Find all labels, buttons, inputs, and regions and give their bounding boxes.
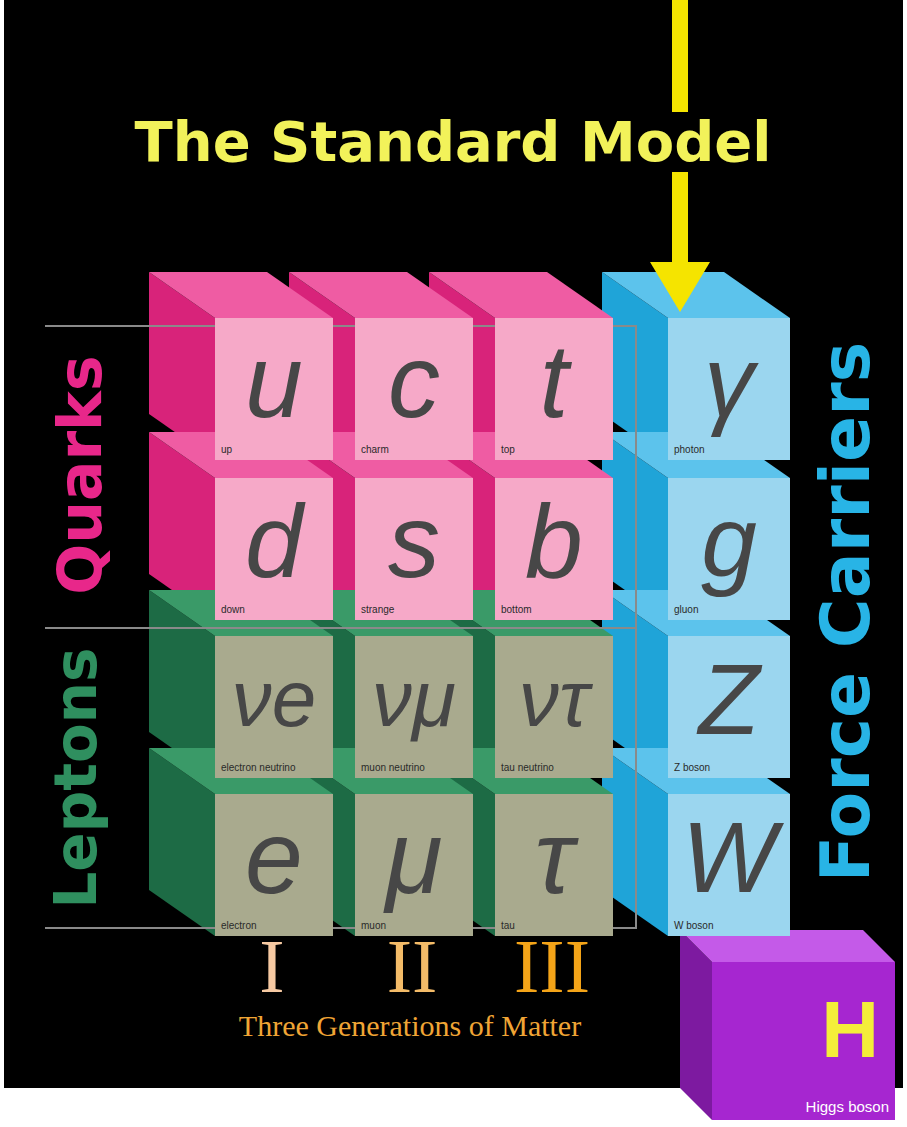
- particle-name: photon: [668, 444, 790, 460]
- particle-name: tau neutrino: [495, 762, 613, 778]
- group-label: Leptons: [47, 647, 105, 908]
- particle-name: Higgs boson: [712, 1099, 895, 1121]
- group-outline: [45, 326, 636, 928]
- lepton-cube: τ tau: [495, 794, 613, 936]
- quark-cube: d down: [215, 478, 333, 620]
- cube-side-face: [680, 930, 712, 1120]
- symbol-holder: H: [712, 962, 895, 1099]
- symbol-holder: c: [355, 318, 473, 444]
- particle-symbol: ντ: [519, 659, 589, 739]
- particle-name: up: [215, 444, 333, 460]
- particle-name: muon: [355, 920, 473, 936]
- particle-symbol: s: [388, 489, 440, 593]
- cube-top-face: [429, 272, 613, 318]
- particle-name: down: [215, 604, 333, 620]
- quark-cube: u up: [215, 318, 333, 460]
- lepton-cube: ντ tau neutrino: [495, 636, 613, 778]
- symbol-holder: μ: [355, 794, 473, 920]
- force-carrier-cube: g gluon: [668, 478, 790, 620]
- particle-symbol: d: [245, 489, 303, 593]
- particle-symbol: γ: [704, 331, 754, 431]
- particle-name: tau: [495, 920, 613, 936]
- symbol-holder: d: [215, 478, 333, 604]
- group-label: Quarks: [50, 355, 110, 594]
- particle-symbol: Z: [698, 649, 759, 749]
- particle-symbol: u: [245, 329, 303, 433]
- quark-cube: s strange: [355, 478, 473, 620]
- symbol-holder: t: [495, 318, 613, 444]
- symbol-holder: νe: [215, 636, 333, 762]
- quark-cube: c charm: [355, 318, 473, 460]
- generation-numeral: III: [514, 928, 590, 1004]
- diagram-title: The Standard Model: [129, 112, 778, 172]
- quark-cube: t top: [495, 318, 613, 460]
- symbol-holder: ντ: [495, 636, 613, 762]
- particle-name: Z boson: [668, 762, 790, 778]
- lepton-cube: μ muon: [355, 794, 473, 936]
- quark-cube: b bottom: [495, 478, 613, 620]
- particle-name: charm: [355, 444, 473, 460]
- particle-symbol: t: [540, 329, 569, 433]
- lepton-cube: e electron: [215, 794, 333, 936]
- particle-symbol: H: [821, 990, 879, 1070]
- generation-numeral: I: [259, 928, 284, 1004]
- cube-faces: [149, 272, 895, 1120]
- particle-symbol: νe: [232, 659, 317, 739]
- particle-name: electron: [215, 920, 333, 936]
- lepton-cube: νμ muon neutrino: [355, 636, 473, 778]
- group-label: Force Carriers: [812, 342, 880, 882]
- symbol-holder: s: [355, 478, 473, 604]
- particle-name: top: [495, 444, 613, 460]
- symbol-holder: g: [668, 478, 790, 604]
- symbol-holder: Z: [668, 636, 790, 762]
- symbol-holder: e: [215, 794, 333, 920]
- black-ground: [4, 0, 903, 1088]
- particle-symbol: W: [682, 807, 776, 907]
- symbol-holder: νμ: [355, 636, 473, 762]
- particle-name: electron neutrino: [215, 762, 333, 778]
- particle-name: gluon: [668, 604, 790, 620]
- particle-symbol: τ: [535, 805, 574, 909]
- particle-symbol: e: [245, 805, 303, 909]
- particle-symbol: νμ: [372, 659, 456, 739]
- particle-name: W boson: [668, 920, 790, 936]
- symbol-holder: τ: [495, 794, 613, 920]
- symbol-holder: b: [495, 478, 613, 604]
- particle-symbol: g: [701, 491, 757, 591]
- force-carrier-cube: W W boson: [668, 794, 790, 936]
- force-carrier-cube: Z Z boson: [668, 636, 790, 778]
- particle-name: strange: [355, 604, 473, 620]
- pointer-arrow-head: [650, 262, 710, 312]
- particle-symbol: b: [525, 489, 583, 593]
- symbol-holder: W: [668, 794, 790, 920]
- higgs-cube: H Higgs boson: [712, 962, 895, 1120]
- particle-symbol: c: [388, 329, 440, 433]
- lepton-cube: νe electron neutrino: [215, 636, 333, 778]
- generation-caption: Three Generations of Matter: [239, 1011, 581, 1041]
- particle-name: muon neutrino: [355, 762, 473, 778]
- particle-name: bottom: [495, 604, 613, 620]
- generation-numeral: II: [387, 928, 438, 1004]
- particle-symbol: μ: [386, 805, 443, 909]
- force-carrier-cube: γ photon: [668, 318, 790, 460]
- symbol-holder: u: [215, 318, 333, 444]
- symbol-holder: γ: [668, 318, 790, 444]
